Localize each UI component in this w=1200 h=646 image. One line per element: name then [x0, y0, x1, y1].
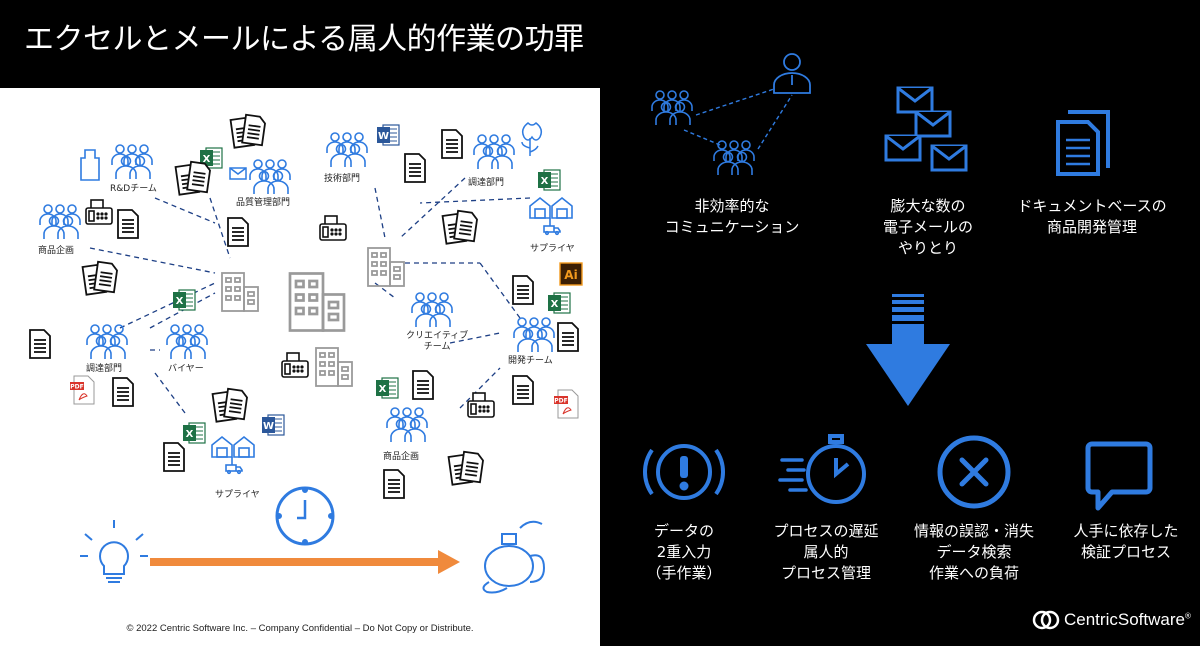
- fax-icon: [281, 352, 309, 378]
- excel-icon: [375, 377, 399, 399]
- problem-massive-emails: 膨大な数の 電子メールの やりとり: [882, 197, 973, 257]
- docs-icon: [83, 262, 118, 295]
- brand-name: CentricSoftware®: [1064, 610, 1191, 630]
- result-process-delay: プロセスの遅延 属人的 プロセス管理: [773, 522, 879, 582]
- label-rd-team: R&Dチーム: [110, 184, 157, 194]
- lightbulb-icon: [80, 520, 148, 583]
- fax-icon: [467, 392, 495, 418]
- result-information-loss: 情報の誤認・消失 データ検索 作業への負荷: [913, 522, 1034, 582]
- document-icon: [29, 329, 51, 359]
- document-icon: [512, 375, 534, 405]
- docs-icon: [443, 211, 478, 244]
- document-icon: [404, 153, 426, 183]
- tech-team-icon: [326, 132, 368, 168]
- excel-icon: [172, 289, 196, 311]
- document-icon: [227, 217, 249, 247]
- document-icon: [441, 129, 463, 159]
- page-title: エクセルとメールによる属人的作業の功罪: [24, 22, 584, 57]
- label-creative-team: クリエイティブ チーム: [406, 331, 468, 353]
- planning-team-icon: [386, 407, 428, 443]
- label-procurement: 調達部門: [468, 178, 505, 188]
- label-supplier: サプライヤ: [215, 490, 260, 500]
- dev-team-icon: [513, 317, 555, 353]
- emails-icon: [884, 86, 968, 172]
- document-icon: [117, 209, 139, 239]
- buyer-team-icon: [166, 324, 208, 360]
- document-icon: [383, 469, 405, 499]
- fax-icon: [85, 199, 113, 225]
- building-large-icon: [288, 272, 346, 332]
- document-icon: [163, 442, 185, 472]
- bottle-icon: [80, 149, 100, 181]
- problem-document-based: ドキュメントベースの 商品開発管理: [1017, 197, 1167, 236]
- stopwatch-icon: [778, 434, 866, 504]
- label-product-planning: 商品企画: [38, 246, 75, 256]
- communication-network-icon: [651, 53, 811, 176]
- word-icon: [376, 124, 400, 146]
- centric-logo-icon: [1032, 610, 1060, 630]
- result-manual-verification: 人手に依存した 検証プロセス: [1073, 522, 1179, 561]
- planning-team-icon: [39, 204, 81, 240]
- label-procurement: 調達部門: [86, 364, 123, 374]
- building-icon: [367, 247, 405, 287]
- document-icon: [557, 322, 579, 352]
- excel-icon: [547, 292, 571, 314]
- speech-bubble-icon: [1085, 441, 1153, 511]
- result-double-entry: データの 2重入力 （手作業）: [646, 522, 722, 582]
- warehouse-icon: [529, 197, 573, 236]
- brand-mark: ®: [1184, 611, 1191, 621]
- excel-icon: [182, 422, 206, 444]
- error-icon: [937, 435, 1011, 509]
- pdf-icon: [553, 389, 579, 419]
- docs-icon: [176, 162, 211, 195]
- fax-icon: [319, 215, 347, 241]
- workflow-diagram: X W PDF: [29, 88, 583, 594]
- excel-icon: [537, 169, 561, 191]
- mail-icon: [229, 167, 247, 180]
- label-dev-team: 開発チーム: [508, 356, 553, 366]
- document-icon: [412, 370, 434, 400]
- procurement-team-icon: [473, 134, 515, 170]
- label-quality-mgmt: 品質管理部門: [236, 198, 291, 208]
- label-tech-dept: 技術部門: [324, 174, 361, 184]
- perfume-bottle-icon: [482, 520, 546, 594]
- brand-name-thin: Software: [1117, 610, 1185, 629]
- brand-logo: CentricSoftware®: [1032, 610, 1191, 630]
- svg-text:Ai: Ai: [564, 268, 577, 282]
- clock-icon: [275, 486, 335, 546]
- building-icon: [221, 272, 259, 312]
- pdf-icon: [69, 375, 95, 405]
- creative-team-icon: [411, 292, 453, 328]
- progress-arrow: [150, 550, 460, 574]
- procurement-team-icon: [86, 324, 128, 360]
- label-product-planning: 商品企画: [383, 452, 420, 462]
- docs-icon: [213, 389, 248, 422]
- down-arrow: [866, 294, 950, 406]
- flower-icon: [521, 122, 543, 156]
- quality-team-icon: [249, 159, 291, 195]
- word-icon: [261, 414, 285, 436]
- diagram-panel: X W PDF: [0, 88, 600, 646]
- docs-icon: [231, 115, 266, 148]
- building-icon: [315, 347, 353, 387]
- brand-name-bold: Centric: [1064, 610, 1118, 629]
- document-icon: [112, 377, 134, 407]
- label-supplier: サプライヤ: [530, 244, 575, 254]
- problem-inefficient-communication: 非効率的な コミュニケーション: [664, 197, 800, 236]
- ai-icon: Ai: [559, 262, 583, 286]
- warning-icon: [642, 444, 726, 500]
- documents-icon: [1056, 110, 1110, 176]
- docs-icon: [449, 452, 484, 485]
- warehouse-icon: [211, 436, 255, 475]
- rd-team-icon: [111, 144, 153, 180]
- copyright-notice: © 2022 Centric Software Inc. – Company C…: [126, 623, 474, 634]
- label-creative-line1: クリエイティブ: [406, 331, 469, 341]
- label-buyer: バイヤー: [168, 364, 204, 374]
- document-icon: [512, 275, 534, 305]
- label-creative-line2: チーム: [423, 342, 451, 352]
